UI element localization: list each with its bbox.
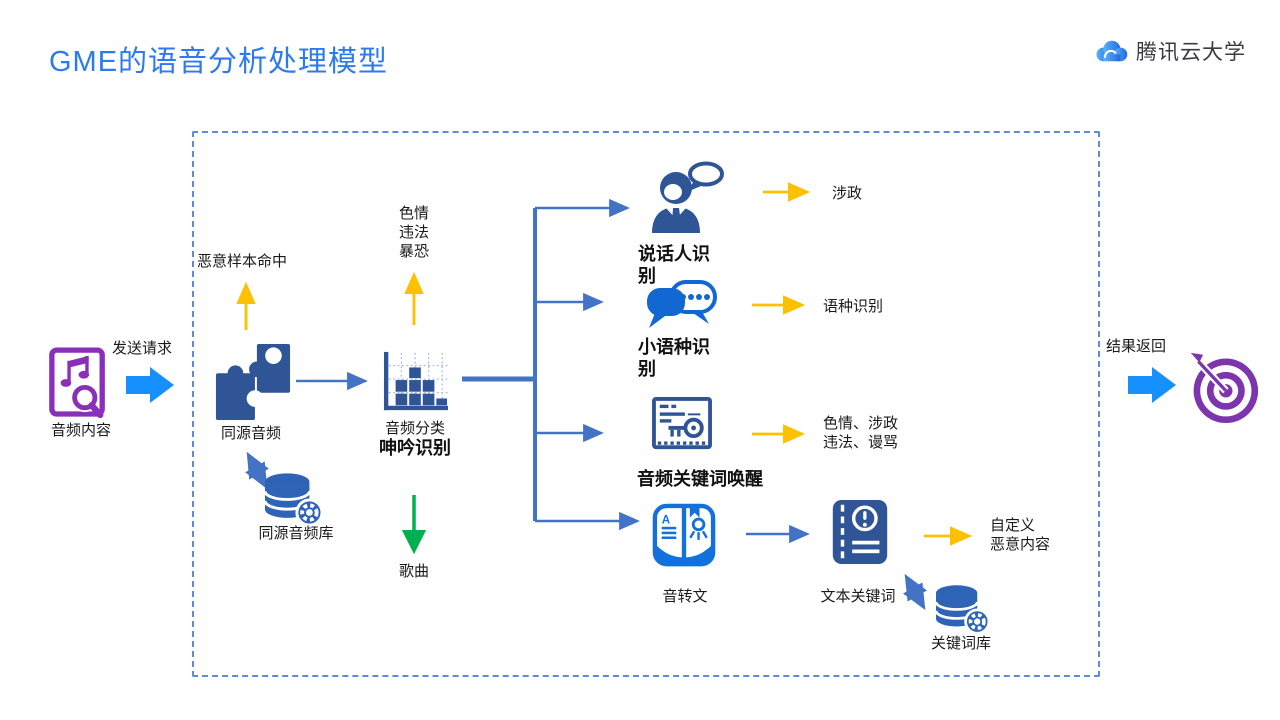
text-keyword-notebook-icon	[827, 498, 893, 566]
page-title: GME的语音分析处理模型	[49, 46, 389, 78]
same-source-db-label: 同源音频库	[258, 525, 334, 542]
malicious-hit-label: 恶意样本命中	[197, 253, 288, 270]
politics-result-label: 涉政	[832, 185, 863, 202]
speaker-person-icon	[648, 161, 726, 233]
svg-text:A: A	[662, 513, 671, 526]
song-label: 歌曲	[398, 563, 429, 580]
minor-language-label: 小语种识 别	[638, 337, 710, 379]
send-request-label: 发送请求	[112, 340, 173, 357]
result-return-label: 结果返回	[1106, 338, 1167, 355]
keyword-result-label: 色情、涉政 违法、谩骂	[823, 415, 899, 451]
speech-to-text-label: 音转文	[662, 588, 708, 605]
same-source-db-icon	[262, 471, 324, 527]
speaker-recognition-label: 说话人识 别	[638, 244, 710, 286]
audio-keyword-wake-label: 音频关键词唤醒	[637, 469, 763, 489]
browser-key-icon	[651, 396, 713, 454]
brand-logo: 腾讯云大学	[1093, 36, 1246, 66]
brand-logo-text: 腾讯云大学	[1136, 41, 1246, 64]
audio-classification-label: 音频分类	[384, 420, 445, 437]
text-keyword-label: 文本关键词	[820, 588, 896, 605]
cloud-logo-icon	[1093, 38, 1129, 64]
pipeline-boundary	[192, 131, 1100, 677]
audio-content-label: 音频内容	[50, 422, 111, 439]
puzzle-icon	[214, 342, 292, 422]
audio-document-icon	[48, 347, 108, 421]
language-result-label: 语种识别	[823, 298, 884, 315]
keyword-db-label: 关键词库	[930, 635, 991, 652]
bar-chart-icon	[380, 350, 450, 414]
moan-recognition-label: 呻吟识别	[379, 438, 451, 458]
dictionary-book-icon: A	[652, 503, 716, 571]
classification-up-result-label: 色情 违法 暴恐	[398, 205, 429, 260]
keyword-db-icon	[933, 583, 991, 635]
target-icon	[1186, 349, 1260, 425]
custom-malicious-result-label: 自定义 恶意内容	[990, 517, 1051, 553]
chat-bubbles-icon	[643, 280, 717, 332]
same-source-audio-label: 同源音频	[220, 425, 281, 442]
